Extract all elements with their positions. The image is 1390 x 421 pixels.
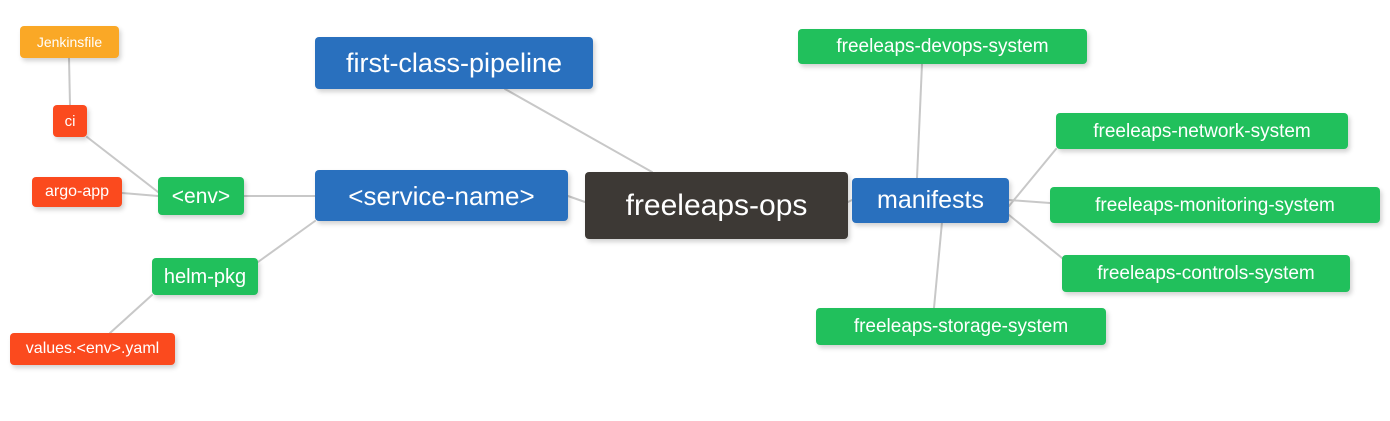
node-freeleaps-network-system[interactable]: freeleaps-network-system: [1056, 113, 1348, 149]
node-values-env-yaml[interactable]: values.<env>.yaml: [10, 333, 175, 365]
edge-first-class-pipeline-to-freeleaps-ops: [504, 88, 653, 173]
node-env[interactable]: <env>: [158, 177, 244, 215]
edge-helm-pkg-to-values-env-yaml: [109, 294, 153, 334]
node-first-class-pipeline[interactable]: first-class-pipeline: [315, 37, 593, 89]
edge-manifests-to-freeleaps-network-system: [1008, 148, 1057, 207]
edge-Jenkinsfile-to-ci: [68, 57, 71, 106]
node-ci[interactable]: ci: [53, 105, 87, 137]
edge-service-name-to-freeleaps-ops: [567, 195, 586, 203]
edge-manifests-to-freeleaps-monitoring-system: [1008, 199, 1051, 204]
node-freeleaps-storage-system[interactable]: freeleaps-storage-system: [816, 308, 1106, 345]
edge-manifests-to-freeleaps-storage-system: [933, 221, 943, 309]
edge-argo-app-to-env: [121, 192, 159, 197]
edge-service-name-to-helm-pkg: [257, 220, 316, 263]
node-freeleaps-monitoring-system[interactable]: freeleaps-monitoring-system: [1050, 187, 1380, 223]
node-helm-pkg[interactable]: helm-pkg: [152, 258, 258, 295]
node-service-name[interactable]: <service-name>: [315, 170, 568, 221]
node-argo-app[interactable]: argo-app: [32, 177, 122, 207]
node-manifests[interactable]: manifests: [852, 178, 1009, 223]
node-Jenkinsfile[interactable]: Jenkinsfile: [20, 26, 119, 58]
node-freeleaps-devops-system[interactable]: freeleaps-devops-system: [798, 29, 1087, 64]
node-freeleaps-ops[interactable]: freeleaps-ops: [585, 172, 848, 239]
node-freeleaps-controls-system[interactable]: freeleaps-controls-system: [1062, 255, 1350, 292]
edge-manifests-to-freeleaps-devops-system: [916, 63, 923, 179]
